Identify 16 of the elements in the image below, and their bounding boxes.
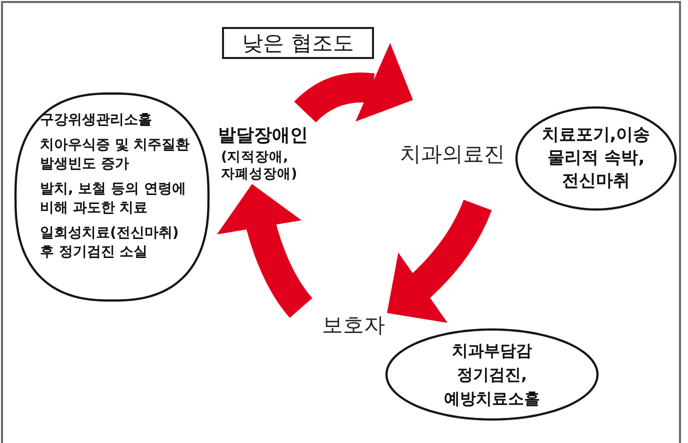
callout-text: 치과부담감 정기검진, 예방치료소홀 (443, 340, 541, 410)
actor-label: 보호자 (322, 312, 385, 338)
curved-arrow (218, 181, 313, 318)
oval-callout (385, 328, 599, 421)
callout-text: 발치, 보철 등의 연령에 비해 과도한 치료 (40, 180, 187, 218)
actor-label: 치과의료진 (400, 141, 505, 167)
oval-callout (14, 92, 210, 302)
callout-text: 치료포기,이송 물리적 속박, 전신마취 (540, 124, 652, 193)
actor-label: 발달장애인 (217, 124, 309, 148)
oval-callout (515, 106, 677, 211)
callout-text: 일회성치료(전신마취) 후 정기검진 소실 (40, 224, 180, 262)
box-label-text: 낮은 협조도 (242, 30, 354, 56)
callout-text: 구강위생관리소홀 (40, 111, 153, 130)
actor-note: (지적장애, 자폐성장애) (221, 149, 298, 183)
label-box (222, 27, 374, 59)
callout-text: 치아우식증 및 치주질환 발생빈도 증가 (40, 136, 191, 174)
